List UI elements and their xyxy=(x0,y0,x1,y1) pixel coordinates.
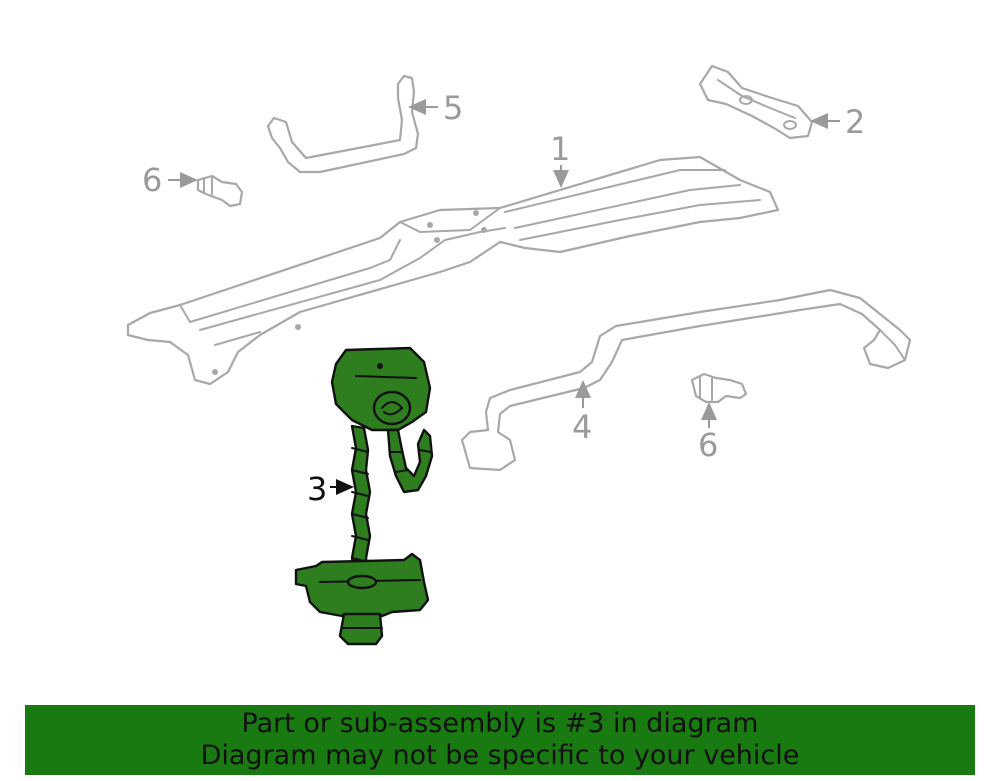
callout-3: 3 xyxy=(307,470,327,508)
part-5-rod xyxy=(266,74,420,174)
part-6-bolt-left xyxy=(196,174,244,208)
banner-line-1: Part or sub-assembly is #3 in diagram xyxy=(241,708,759,739)
part-6-bolt-right xyxy=(690,372,748,404)
part-3-spare-tire-hoist xyxy=(294,346,434,646)
callout-6-left: 6 xyxy=(142,161,162,199)
part-1-crossmember xyxy=(126,155,780,386)
banner-line-2: Diagram may not be specific to your vehi… xyxy=(200,740,800,771)
callout-5: 5 xyxy=(443,89,463,127)
callout-6-right: 6 xyxy=(698,426,718,464)
parts-diagram: 1 2 3 4 5 6 6 xyxy=(126,64,912,646)
part-2-bracket xyxy=(698,64,814,140)
part-4-hanger xyxy=(460,288,912,472)
callout-4: 4 xyxy=(572,408,592,446)
callout-2: 2 xyxy=(845,103,865,141)
notice-banner: Part or sub-assembly is #3 in diagram Di… xyxy=(25,705,975,775)
callout-1: 1 xyxy=(550,130,570,168)
